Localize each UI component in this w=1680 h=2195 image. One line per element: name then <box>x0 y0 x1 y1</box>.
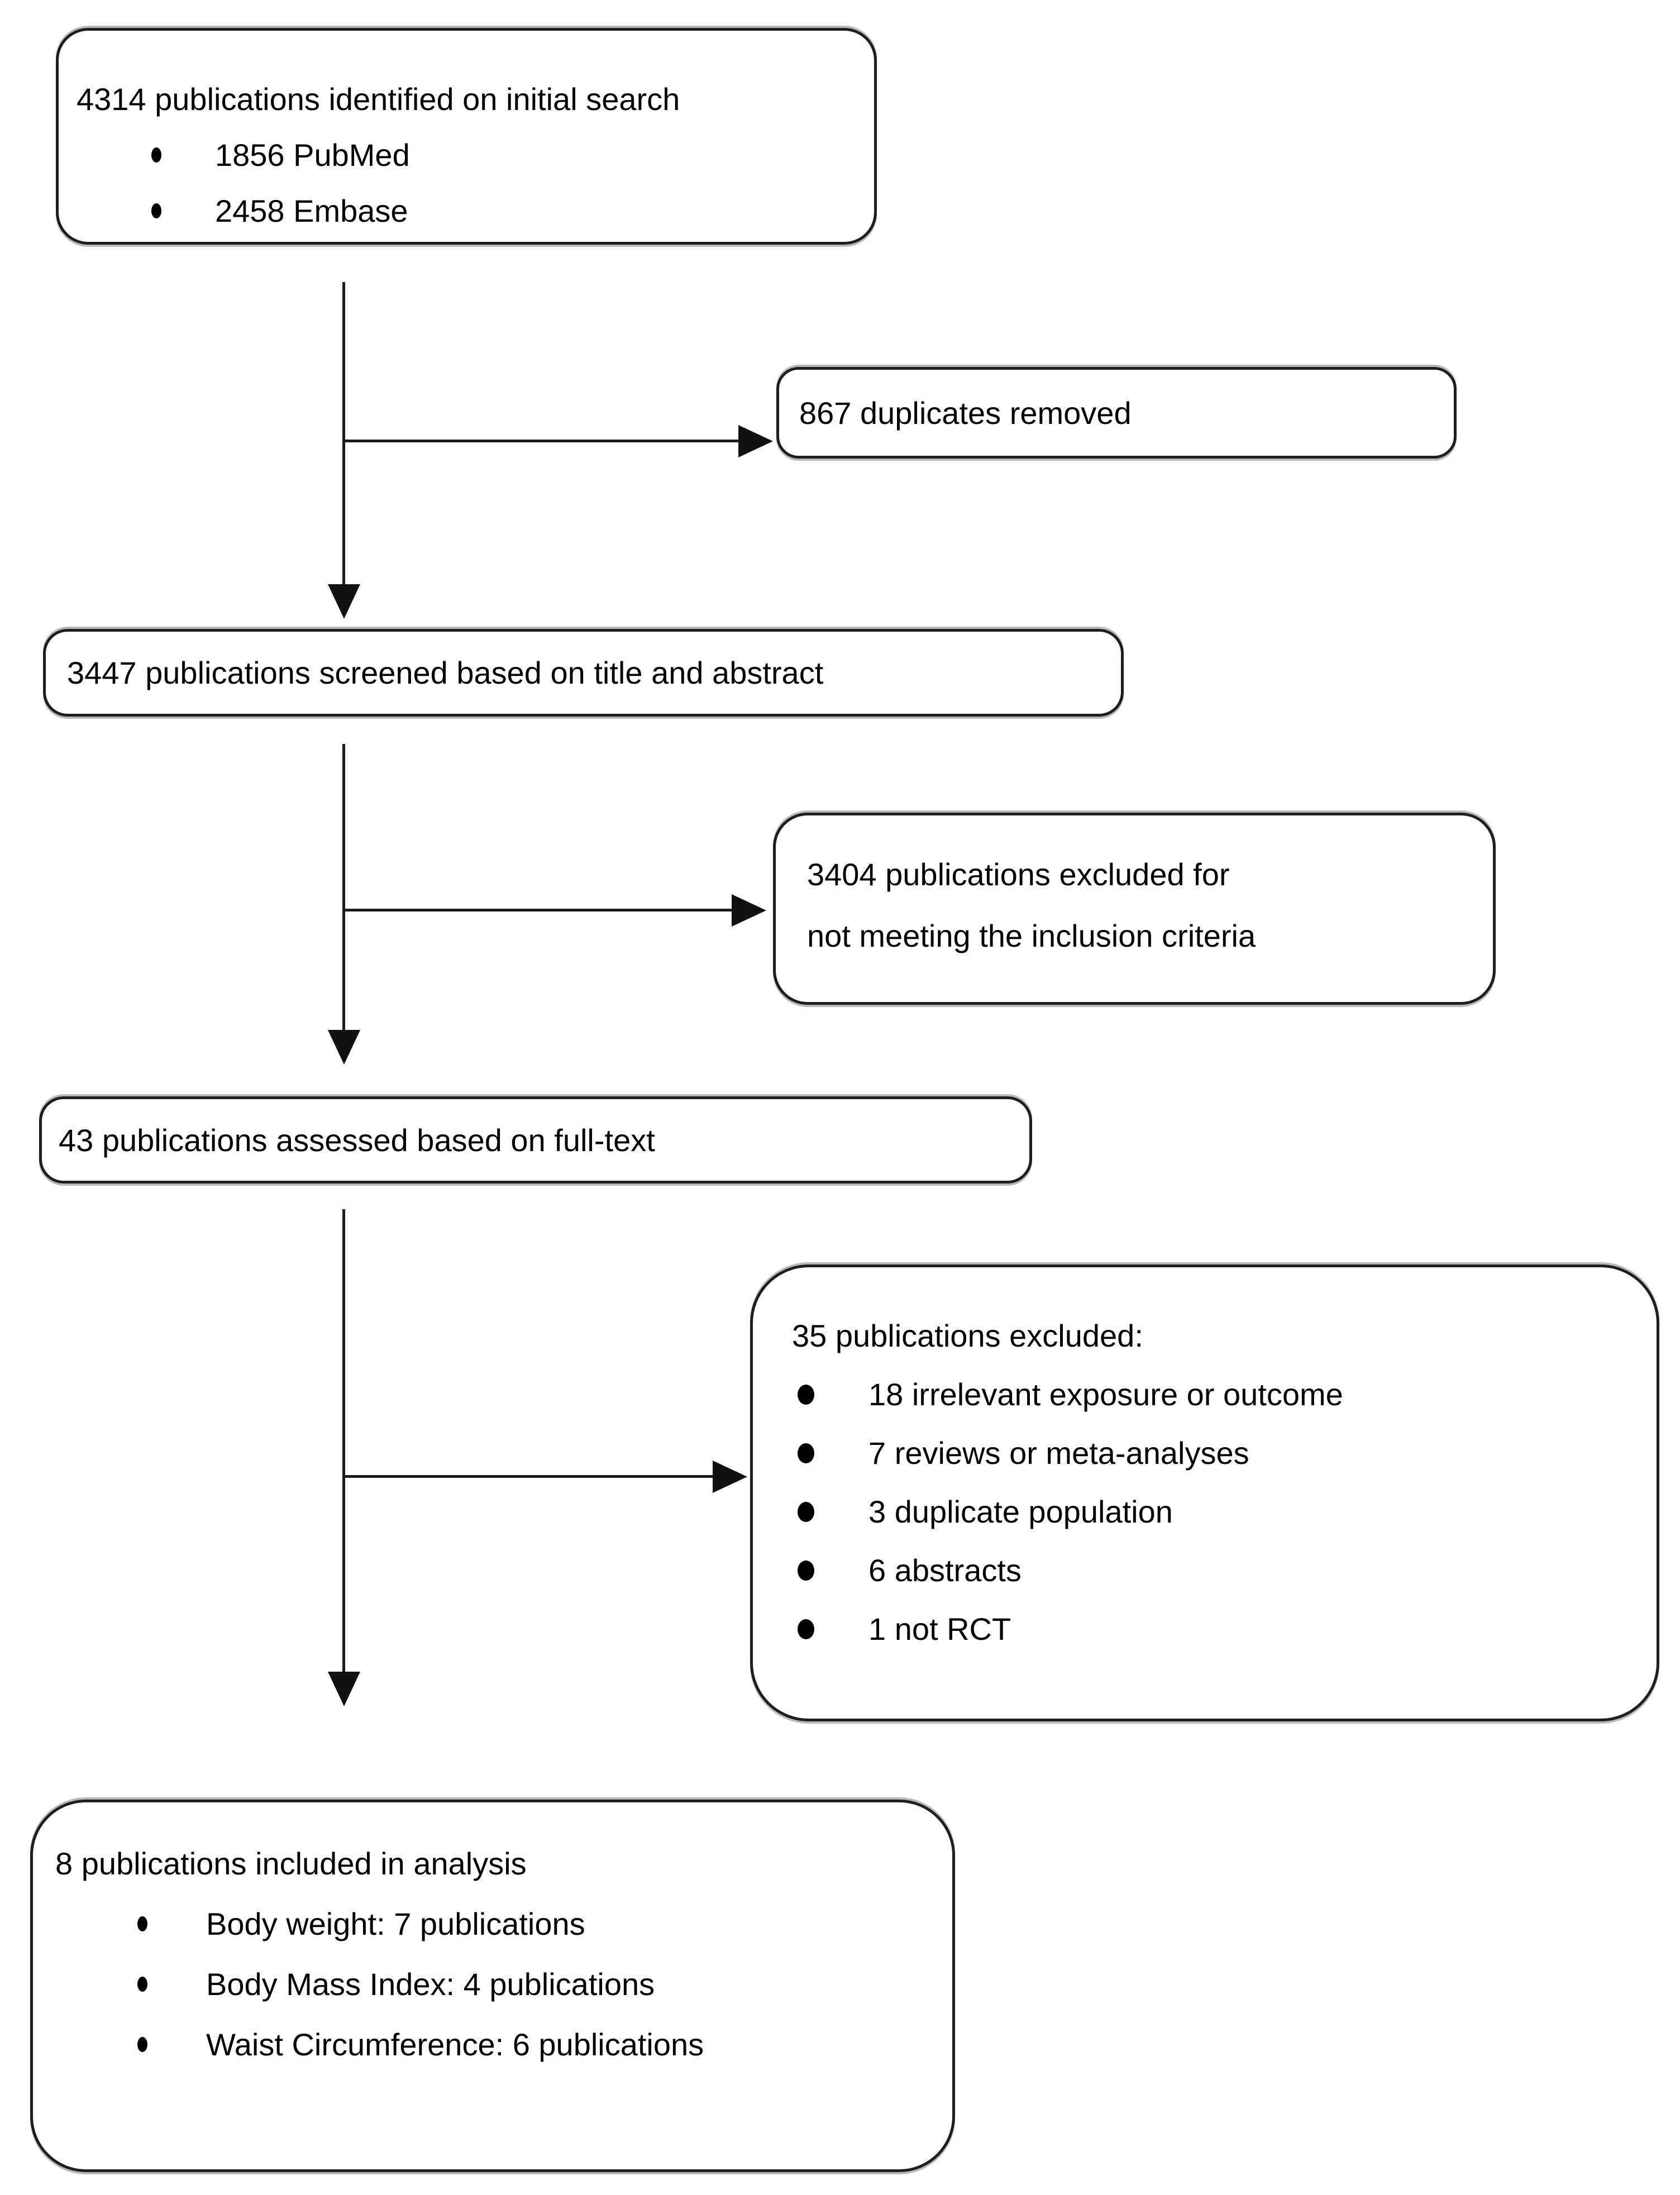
box-included: 8 publications included in analysis Body… <box>30 1800 955 2172</box>
bullet-icon <box>151 203 161 218</box>
bullet-icon <box>151 147 161 163</box>
box-identified: 4314 publications identified on initial … <box>56 28 877 245</box>
bullet-text: Body weight: 7 publications <box>206 1906 585 1941</box>
bullet-icon <box>137 1916 147 1931</box>
excluded-screening-line-text: not meeting the inclusion criteria <box>807 918 1256 953</box>
flow-line-fulltext-to-included <box>342 1209 345 1673</box>
list-item: 1856 PubMed <box>59 127 874 183</box>
bullet-text: 18 irrelevant exposure or outcome <box>868 1377 1343 1412</box>
flow-line-to-duplicates <box>344 440 739 442</box>
box-fulltext-assessed-text: 43 publications assessed based on full-t… <box>59 1122 655 1158</box>
list-item: 6 abstracts <box>753 1541 1657 1600</box>
bullet-icon <box>137 1976 147 1992</box>
excluded-screening-line-text: 3404 publications excluded for <box>807 856 1230 892</box>
box-excluded-screening-line: 3404 publications excluded for <box>807 843 1493 905</box>
box-fulltext-assessed: 43 publications assessed based on full-t… <box>39 1096 1032 1184</box>
list-item: Waist Circumference: 6 publications <box>33 2014 952 2074</box>
bullet-icon <box>798 1560 814 1581</box>
list-item: 2458 Embase <box>59 183 874 238</box>
bullet-icon <box>137 2036 147 2052</box>
bullet-text: 1856 PubMed <box>215 137 410 173</box>
box-excluded-fulltext-title: 35 publications excluded: <box>792 1306 1657 1365</box>
bullet-text: 2458 Embase <box>215 193 408 228</box>
arrowhead-right-icon <box>732 894 766 927</box>
flow-line-to-excluded-screening <box>344 909 733 912</box>
bullet-text: 1 not RCT <box>868 1611 1011 1647</box>
box-identified-title-text: 4314 publications identified on initial … <box>77 81 680 117</box>
box-duplicates-removed-text: 867 duplicates removed <box>799 395 1132 431</box>
box-screened: 3447 publications screened based on titl… <box>43 629 1124 717</box>
list-item: 1 not RCT <box>753 1600 1657 1658</box>
box-excluded-screening-line: not meeting the inclusion criteria <box>807 905 1493 966</box>
list-item: Body Mass Index: 4 publications <box>33 1954 952 2014</box>
arrowhead-down-icon <box>328 584 360 619</box>
arrowhead-right-icon <box>738 425 773 457</box>
arrowhead-right-icon <box>713 1461 747 1493</box>
flow-line-identified-to-screened <box>342 282 345 586</box>
box-duplicates-removed: 867 duplicates removed <box>776 367 1457 459</box>
box-included-title: 8 publications included in analysis <box>55 1833 952 1893</box>
list-item: 7 reviews or meta-analyses <box>753 1424 1657 1482</box>
bullet-icon <box>798 1443 814 1463</box>
list-item: Body weight: 7 publications <box>33 1893 952 1954</box>
box-identified-title: 4314 publications identified on initial … <box>77 71 874 127</box>
excluded-fulltext-title-text: 35 publications excluded: <box>792 1318 1143 1353</box>
flow-line-to-excluded-fulltext <box>344 1475 714 1478</box>
box-excluded-fulltext: 35 publications excluded: 18 irrelevant … <box>750 1264 1659 1721</box>
flow-line-screened-to-fulltext <box>342 744 345 1031</box>
bullet-text: 7 reviews or meta-analyses <box>868 1435 1249 1471</box>
bullet-text: Body Mass Index: 4 publications <box>206 1966 655 2002</box>
box-excluded-screening: 3404 publications excluded for not meeti… <box>773 813 1496 1005</box>
included-title-text: 8 publications included in analysis <box>55 1845 527 1881</box>
list-item: 18 irrelevant exposure or outcome <box>753 1365 1657 1424</box>
arrowhead-down-icon <box>328 1030 360 1065</box>
bullet-icon <box>798 1501 814 1522</box>
arrowhead-down-icon <box>328 1672 360 1706</box>
bullet-text: Waist Circumference: 6 publications <box>206 2026 704 2062</box>
bullet-icon <box>798 1619 814 1639</box>
box-screened-text: 3447 publications screened based on titl… <box>67 655 824 690</box>
list-item: 3 duplicate population <box>753 1482 1657 1541</box>
bullet-icon <box>798 1384 814 1405</box>
bullet-text: 3 duplicate population <box>868 1494 1173 1529</box>
bullet-text: 6 abstracts <box>868 1553 1022 1588</box>
